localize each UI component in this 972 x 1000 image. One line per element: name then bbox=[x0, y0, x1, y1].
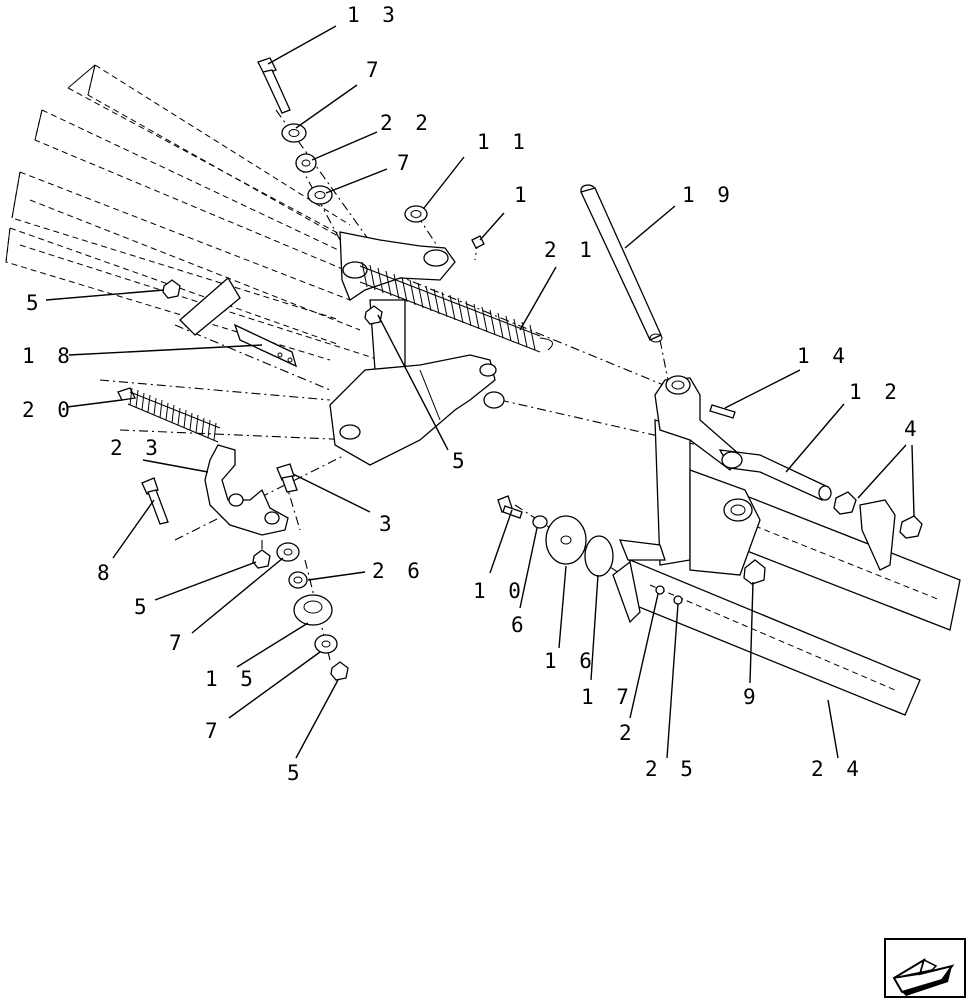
callout-5: 5 bbox=[26, 291, 44, 315]
arm-23 bbox=[204, 444, 289, 536]
callout-11: 1 1 bbox=[477, 130, 530, 154]
callout-21: 2 1 bbox=[544, 238, 597, 262]
callout-9: 9 bbox=[743, 685, 761, 709]
plate-and-pin bbox=[179, 276, 298, 368]
callout-5: 5 bbox=[452, 449, 470, 473]
callout-17: 1 7 bbox=[581, 685, 634, 709]
callout-5: 5 bbox=[134, 595, 152, 619]
callout-23: 2 3 bbox=[110, 436, 163, 460]
callout-20: 2 0 bbox=[22, 398, 75, 422]
callout-3: 3 bbox=[379, 512, 397, 536]
callout-1: 1 bbox=[514, 183, 532, 207]
callout-4: 4 bbox=[904, 417, 922, 441]
callout-7: 7 bbox=[397, 151, 415, 175]
callout-15: 1 5 bbox=[205, 667, 258, 691]
leader-lines bbox=[45, 25, 915, 759]
callout-5: 5 bbox=[287, 761, 305, 785]
callout-14: 1 4 bbox=[797, 344, 850, 368]
callout-12: 1 2 bbox=[849, 380, 902, 404]
callout-6: 6 bbox=[511, 613, 529, 637]
callout-16: 1 6 bbox=[544, 649, 597, 673]
callout-13: 1 3 bbox=[347, 3, 400, 27]
callout-26: 2 6 bbox=[372, 559, 425, 583]
arrow-icon bbox=[892, 957, 955, 996]
bolt-stack-bottom bbox=[141, 463, 349, 681]
pivot-bracket bbox=[329, 231, 497, 466]
callout-10: 1 0 bbox=[473, 579, 526, 603]
callout-24: 2 4 bbox=[811, 757, 864, 781]
roller-stack bbox=[497, 495, 614, 577]
callout-labels: 1 3 7 2 2 7 1 1 1 1 9 2 1 5 1 8 1 4 1 2 … bbox=[22, 3, 922, 785]
callout-22: 2 2 bbox=[380, 111, 433, 135]
spring-21 bbox=[359, 261, 553, 353]
callout-7: 7 bbox=[169, 631, 187, 655]
spring-20 bbox=[117, 387, 221, 443]
callout-7: 7 bbox=[366, 58, 384, 82]
callout-18: 1 8 bbox=[22, 344, 75, 368]
callout-7: 7 bbox=[205, 719, 223, 743]
callout-2: 2 bbox=[619, 721, 637, 745]
callout-19: 1 9 bbox=[682, 183, 735, 207]
rod-19 bbox=[580, 184, 663, 343]
callout-25: 2 5 bbox=[645, 757, 698, 781]
nav-arrow-button[interactable] bbox=[884, 938, 966, 998]
bolt-stack-top bbox=[162, 57, 505, 409]
callout-8: 8 bbox=[97, 561, 115, 585]
main-frame bbox=[612, 375, 961, 716]
